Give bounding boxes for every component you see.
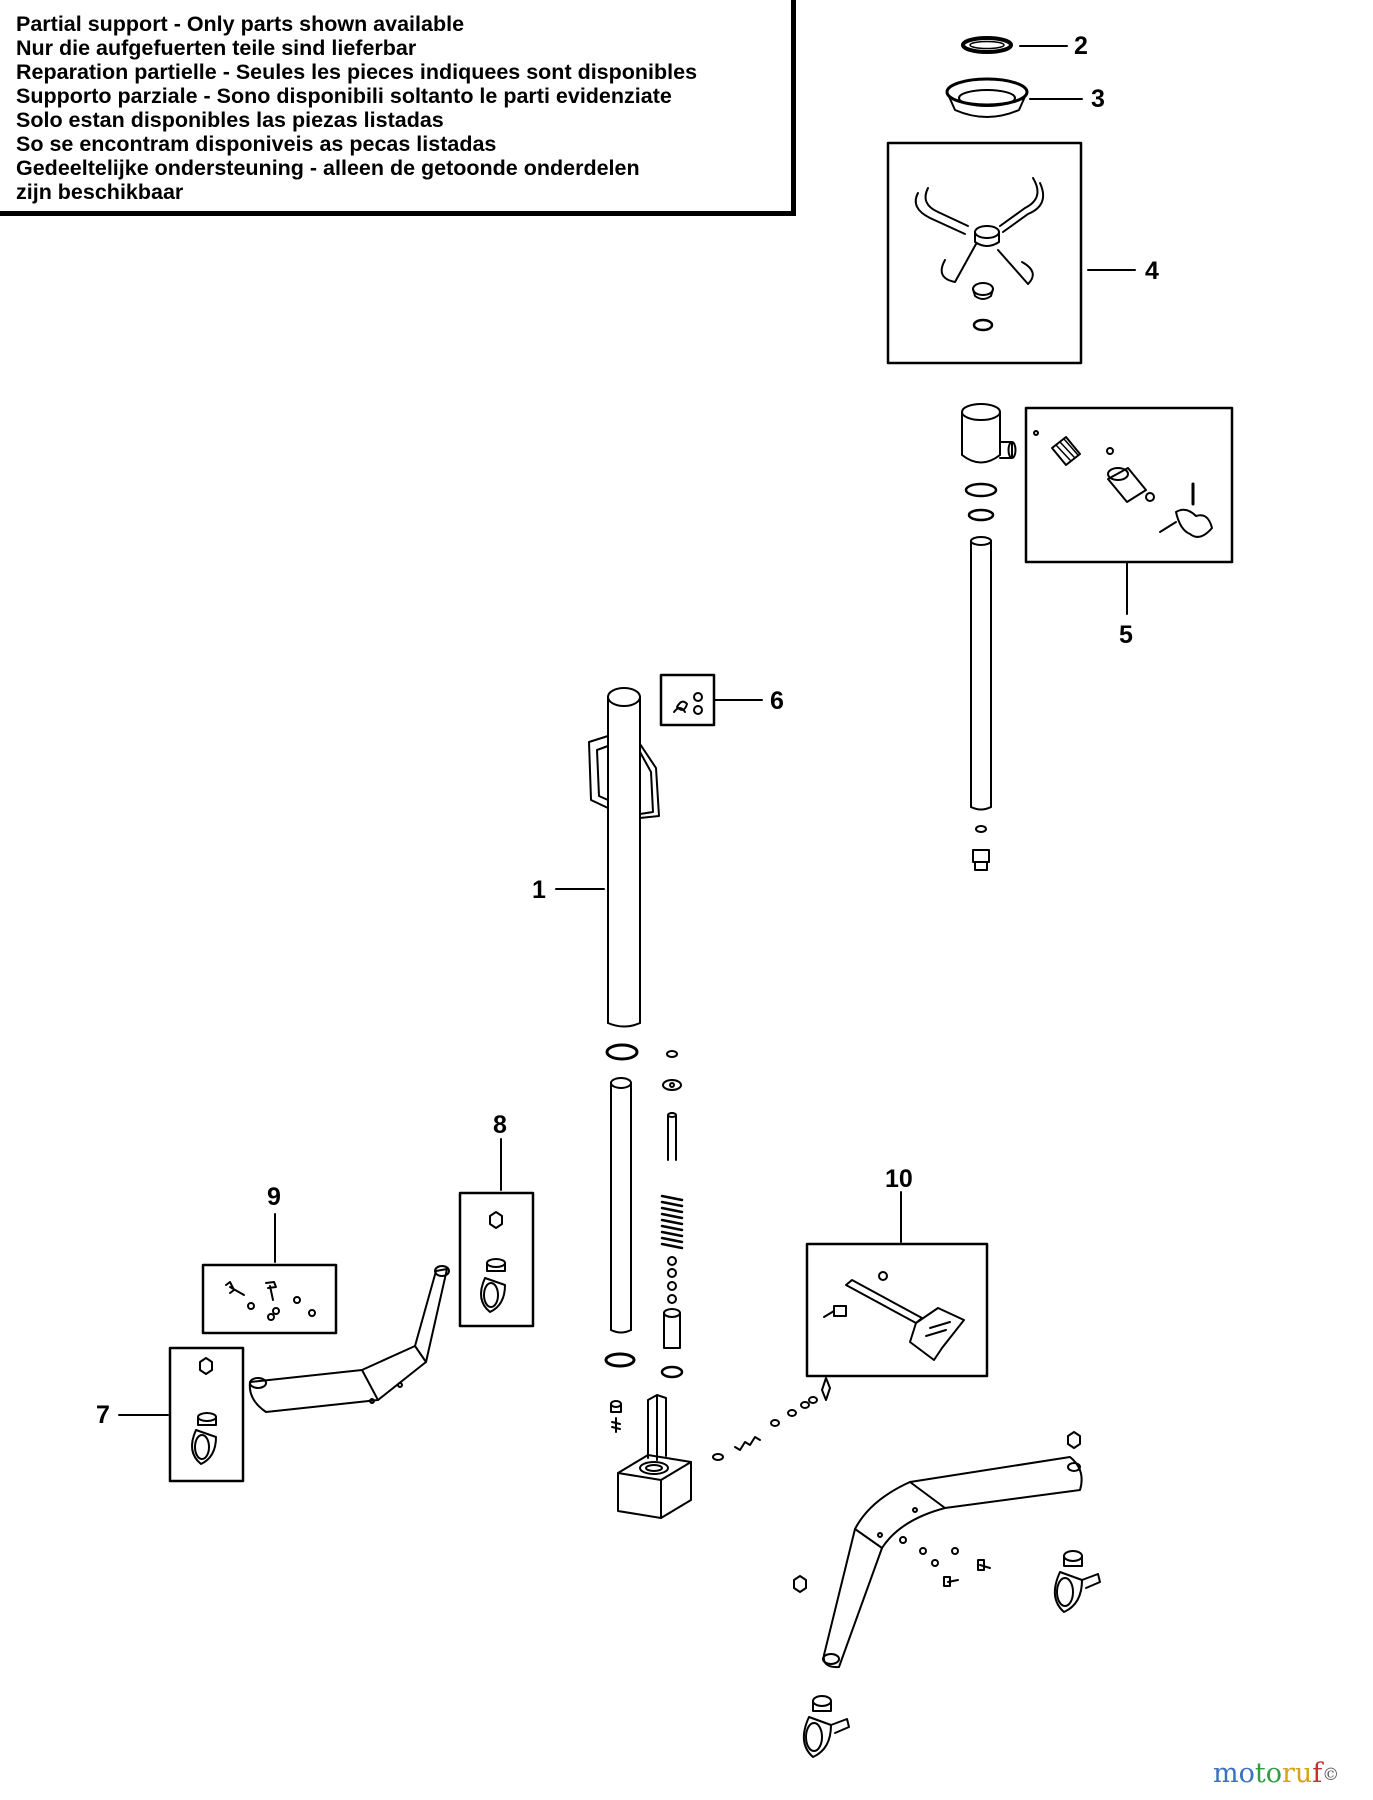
- part-4-kit-box: [886, 141, 1083, 365]
- notice-line-en: Partial support - Only parts shown avail…: [16, 12, 465, 36]
- leg-arm-right: [793, 1431, 1083, 1669]
- callout-8: 8: [493, 1111, 507, 1139]
- lower-tube-assembly: [604, 1043, 639, 1368]
- callout-leader-lines: [118, 45, 1136, 1416]
- part-9-bolts-and-nuts: [225, 1281, 316, 1321]
- part-10-kit-box: [805, 1242, 989, 1378]
- callout-9: 9: [267, 1183, 281, 1211]
- part-1-main-column: [588, 687, 660, 1028]
- partial-support-notice: Partial support - Only parts shown avail…: [0, 0, 796, 216]
- part-5-clamp-head: [961, 403, 1017, 522]
- callout-5: 5: [1119, 621, 1133, 649]
- notice-line-nl-2: zijn beschikbaar: [16, 180, 184, 204]
- pedal-linkage-small-parts: [712, 1377, 831, 1461]
- part-7-kit-box: [168, 1346, 245, 1483]
- notice-line-it: Supporto parziale - Sono disponibili sol…: [16, 84, 672, 108]
- leg-fastener-set: [899, 1536, 991, 1587]
- notice-line-pt: So se encontram disponiveis as pecas lis…: [16, 132, 497, 156]
- base-block: [610, 1394, 692, 1519]
- part-4-cross-support: [914, 177, 1044, 332]
- notice-line-fr: Reparation partielle - Seules les pieces…: [16, 60, 698, 84]
- part-5-inner-tube: [970, 536, 992, 871]
- caster-wheel-right: [1053, 1550, 1101, 1613]
- copyright-symbol: ©: [1322, 1765, 1340, 1785]
- notice-line-de: Nur die aufgefuerten teile sind lieferba…: [16, 36, 417, 60]
- notice-line-nl-1: Gedeeltelijke ondersteuning - alleen de …: [16, 156, 640, 180]
- leg-arm-left: [248, 1265, 450, 1413]
- callout-7: 7: [96, 1401, 110, 1429]
- center-pin-and-spring: [660, 1050, 684, 1379]
- part-5-kit-contents: [1033, 430, 1213, 538]
- part-8-kit-box: [458, 1191, 535, 1328]
- callout-3: 3: [1091, 85, 1105, 113]
- notice-line-es: Solo estan disponibles las piezas listad…: [16, 108, 444, 132]
- callout-6: 6: [770, 687, 784, 715]
- callout-numbers: 2 3 4 5 6 1 7 8 9 10: [96, 32, 1159, 1429]
- part-6-kit-box: [659, 673, 716, 727]
- part-6-clip-and-nuts: [673, 692, 703, 715]
- part-9-kit-box: [201, 1263, 338, 1335]
- callout-10: 10: [885, 1165, 913, 1193]
- callout-2: 2: [1074, 32, 1088, 60]
- part-10-foot-pedal: [823, 1271, 965, 1361]
- caster-wheel-bottom: [802, 1695, 850, 1758]
- part-5-kit-box: [1024, 406, 1234, 564]
- part-7-caster-wheel: [191, 1357, 217, 1465]
- part-2-retaining-ring: [961, 36, 1013, 54]
- part-3-bearing-cup: [945, 77, 1029, 118]
- part-8-caster-wheel: [480, 1211, 506, 1313]
- callout-4: 4: [1145, 257, 1159, 285]
- callout-1: 1: [532, 876, 546, 904]
- motoruf-watermark: motoruf©: [1213, 1758, 1340, 1789]
